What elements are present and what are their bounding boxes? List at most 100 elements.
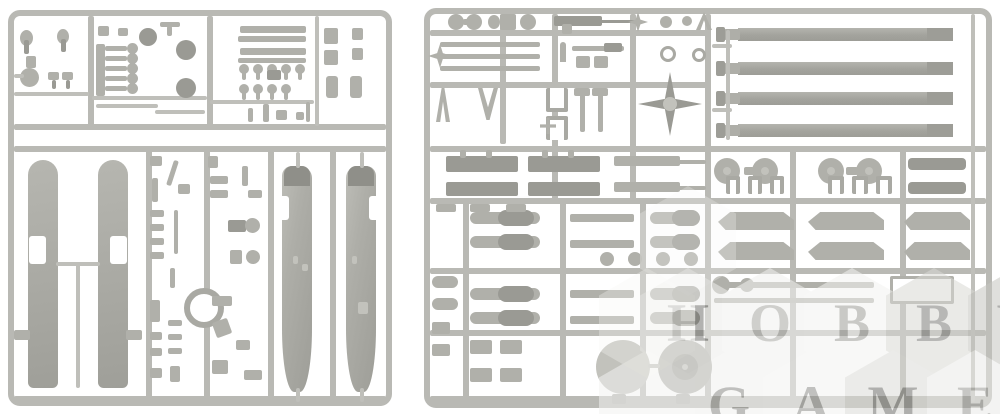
part-det-a4 (150, 224, 164, 231)
part-pylon-wing-5 (904, 212, 970, 230)
part-rod-cap-1 (574, 88, 590, 96)
runner-stub-1 (14, 74, 24, 78)
part-rod-1 (440, 42, 540, 47)
part-lug-1 (432, 322, 450, 334)
part-fuselage-right-top (348, 166, 374, 186)
part-ring-5 (127, 83, 138, 94)
part-rod-3 (440, 66, 540, 71)
part-scoop-3 (324, 50, 338, 65)
part-r-roller-4 (520, 14, 536, 30)
part-comb-tooth-5 (105, 86, 127, 91)
part-det-b4 (170, 268, 175, 288)
runner-fuse-left-top (296, 152, 300, 168)
part-blk-sq-2 (594, 56, 608, 68)
part-comb-tooth-2 (105, 56, 127, 61)
part-lug-3 (470, 340, 492, 354)
part-bar-4 (238, 58, 306, 63)
part-ring-3 (127, 63, 138, 74)
part-comb-tooth-3 (105, 66, 127, 71)
part-strut-long-1 (714, 282, 874, 288)
part-lug-4 (500, 340, 522, 354)
part-ring-big-1 (660, 46, 676, 62)
runner-fuse-right-top (360, 152, 364, 168)
part-det-a5 (150, 238, 164, 245)
part-det-a10 (150, 368, 162, 378)
part-fork-y-3 (770, 176, 784, 194)
part-probe-head (604, 43, 622, 52)
part-hook-arm (560, 42, 566, 62)
part-r-blk-1 (500, 14, 516, 30)
part-knob-2 (740, 278, 754, 292)
part-rotor-hub-disc-center (682, 364, 688, 370)
part-comb-tooth-1 (105, 46, 127, 51)
part-u-1 (546, 88, 568, 112)
part-fork-y-4 (828, 176, 844, 194)
part-missile-1-warhead (498, 210, 534, 226)
part-bar-2 (238, 36, 306, 42)
part-det-c12 (242, 166, 248, 186)
part-missile-3-warhead (498, 286, 534, 302)
sprue-left-rail-v-c (315, 16, 319, 126)
part-rail-thin-1 (660, 160, 706, 164)
part-block-1 (26, 56, 36, 68)
part-ring-1 (127, 43, 138, 54)
part-missile-7-warhead (672, 286, 700, 302)
runner-blade-link-2 (712, 108, 732, 112)
part-axle-2 (846, 167, 858, 175)
part-rod-5 (598, 92, 603, 132)
sprue-left-rail-v-a (88, 16, 94, 126)
part-det-a1 (150, 156, 162, 166)
part-rocket-pod-4 (528, 182, 600, 196)
sprue-left-rail-v-e (204, 150, 210, 402)
part-det-b6 (168, 334, 182, 340)
part-lever-1 (24, 40, 29, 54)
sprue-left-frame (8, 10, 392, 406)
part-rod-long-1 (432, 276, 458, 288)
sprue-left-rail-v-b (207, 16, 213, 126)
part-rod-2 (440, 54, 540, 59)
part-frame-box-1 (890, 276, 954, 304)
runner-wiggle-2 (155, 110, 205, 114)
part-gunpod-mount (562, 24, 572, 34)
part-det-b8 (170, 366, 180, 382)
part-wing-right (98, 160, 128, 388)
part-rotor-blade-4 (724, 124, 953, 137)
part-strut-5 (306, 102, 310, 122)
part-tab-4 (167, 26, 172, 36)
part-circ-3 (656, 252, 670, 266)
part-lug-2 (432, 344, 450, 356)
part-wing-left-notch (29, 236, 46, 264)
runner-disc-link (648, 364, 660, 368)
part-ring-4 (127, 73, 138, 84)
part-fuselage-left-win2 (302, 264, 308, 271)
part-blade-hub-2 (716, 61, 725, 76)
part-blk-sq-1 (576, 56, 590, 68)
part-missile-8-warhead (672, 310, 700, 326)
part-det-a9 (150, 348, 162, 356)
part-pin-2 (66, 80, 70, 89)
part-det-c8 (212, 296, 232, 306)
part-rotor-blade-2 (724, 62, 953, 75)
part-blade-hub-4 (716, 123, 725, 138)
part-knob-1 (712, 276, 730, 294)
part-rocket-pod-2 (528, 156, 600, 172)
part-fuselage-left-cut (282, 196, 289, 220)
part-fork-y-1 (726, 176, 740, 194)
part-fuselage-left-top (284, 166, 310, 186)
part-pod-fin-4 (568, 150, 574, 158)
part-det-a3 (150, 210, 164, 217)
sprue-left-rail-upper-sub (14, 92, 89, 96)
part-tank-2 (908, 182, 966, 194)
part-box-1 (267, 70, 281, 80)
part-pod-fin-2 (486, 150, 492, 158)
sprue-left-rail-upper-sub3 (210, 100, 314, 104)
part-bottle-1 (326, 76, 338, 98)
part-wing-tab-r (126, 330, 142, 340)
part-scoop-2 (352, 28, 363, 40)
part-disc-med (20, 68, 39, 87)
part-circ-1 (600, 252, 614, 266)
part-det-c13 (248, 190, 262, 198)
part-wheel-3-hub (827, 167, 835, 175)
part-hook-head-3 (267, 64, 277, 74)
